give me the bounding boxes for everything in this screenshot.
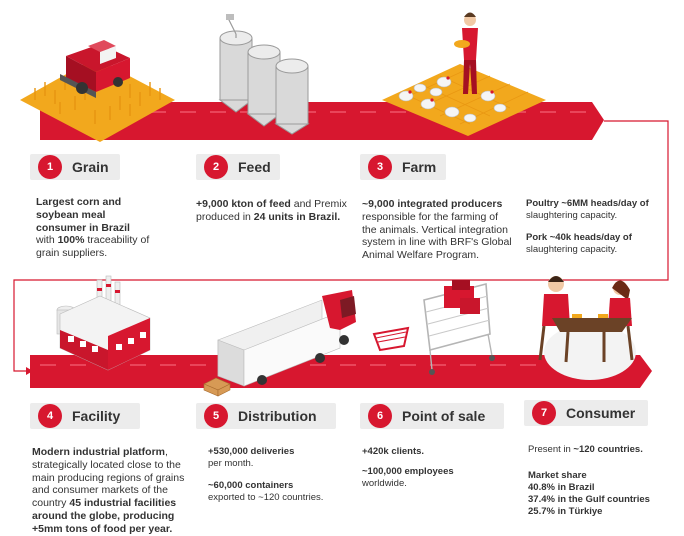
step-number-badge: 2 [204, 155, 228, 179]
facility-description: Modern industrial platform, strategicall… [32, 446, 185, 535]
dining-couple-icon [538, 276, 636, 380]
step-number-badge: 4 [38, 404, 62, 428]
step-title: Grain [72, 159, 109, 175]
slaughter-description: Poultry ~6MM heads/day of slaughtering c… [526, 198, 649, 255]
step-title: Point of sale [402, 408, 486, 424]
step-title: Facility [72, 408, 121, 424]
consumer-description: Present in ~120 countries. Market share … [528, 444, 650, 517]
harvester-icon [20, 40, 175, 142]
step-label-feed: 2 Feed [196, 154, 280, 180]
step-number-badge: 3 [368, 155, 392, 179]
connector-arrow-icon [26, 367, 33, 375]
distribution-description: +530,000 deliveries per month. ~60,000 c… [208, 446, 324, 503]
step-title: Farm [402, 159, 437, 175]
point-of-sale-description: +420k clients. ~100,000 employees worldw… [362, 446, 454, 489]
farmer-chickens-icon [382, 12, 546, 136]
bottom-road-band [30, 355, 652, 388]
step-title: Feed [238, 159, 271, 175]
step-number-badge: 1 [38, 155, 62, 179]
step-number-badge: 7 [532, 401, 556, 425]
step-number-badge: 5 [204, 404, 228, 428]
factory-icon [56, 275, 151, 371]
feed-description: +9,000 kton of feed and Premix produced … [196, 198, 347, 223]
truck-icon [203, 290, 356, 397]
shopping-cart-icon [372, 280, 495, 375]
farm-description: ~9,000 integrated producers responsible … [362, 198, 512, 262]
step-label-grain: 1 Grain [30, 154, 120, 180]
step-number-badge: 6 [368, 404, 392, 428]
step-title: Consumer [566, 405, 636, 421]
connector-line [13, 120, 669, 372]
silo-icon [218, 14, 310, 135]
step-label-point-of-sale: 6 Point of sale [360, 403, 504, 429]
step-label-consumer: 7 Consumer [524, 400, 648, 426]
step-title: Distribution [238, 408, 317, 424]
step-label-distribution: 5 Distribution [196, 403, 336, 429]
step-label-farm: 3 Farm [360, 154, 446, 180]
step-label-facility: 4 Facility [30, 403, 140, 429]
grain-description: Largest corn and soybean meal consumer i… [36, 196, 150, 260]
